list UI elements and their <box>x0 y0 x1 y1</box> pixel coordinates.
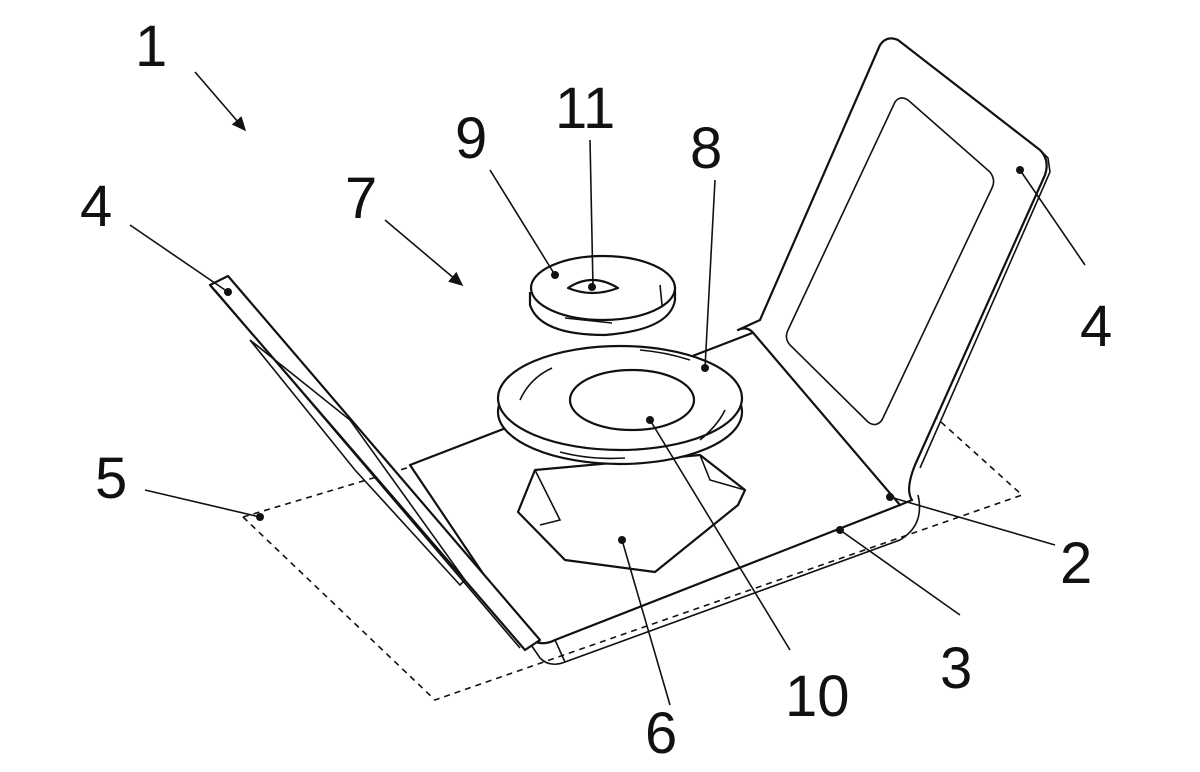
leader-lines <box>129 71 1086 706</box>
ring <box>496 344 744 466</box>
label-1: 1 <box>135 14 168 79</box>
label-11: 11 <box>555 76 616 141</box>
label-4-right: 4 <box>1080 294 1113 359</box>
right-flap <box>736 37 1051 507</box>
label-7: 7 <box>345 166 378 231</box>
disc <box>528 254 677 337</box>
label-10: 10 <box>785 664 850 729</box>
eye-icon <box>566 278 620 295</box>
label-4-left: 4 <box>80 174 113 239</box>
label-3: 3 <box>940 636 973 701</box>
label-9: 9 <box>455 106 488 171</box>
label-2: 2 <box>1060 531 1093 596</box>
label-6: 6 <box>645 701 678 766</box>
left-flap <box>208 274 542 652</box>
label-8: 8 <box>690 116 723 181</box>
label-5: 5 <box>95 446 128 511</box>
